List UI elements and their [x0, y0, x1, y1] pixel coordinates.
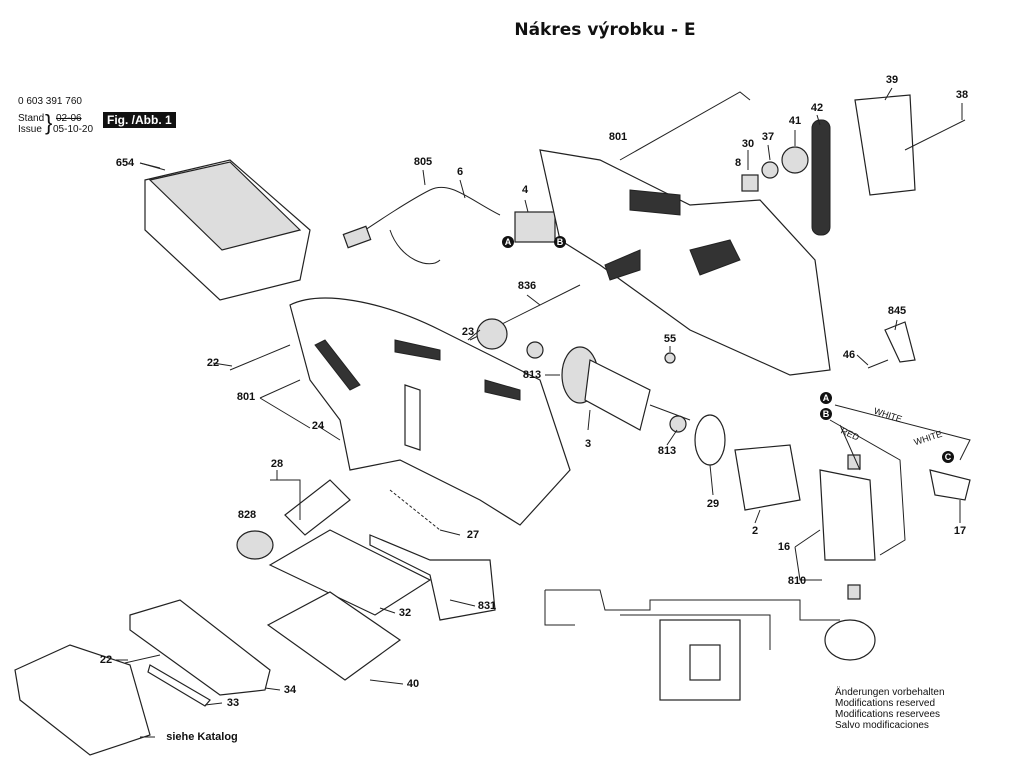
speed-control-28	[284, 479, 351, 536]
label-801-top: 801	[608, 131, 628, 143]
clip-33	[147, 664, 211, 707]
label-27: 27	[466, 529, 480, 541]
electronics-16	[819, 469, 876, 561]
label-30: 30	[741, 138, 755, 150]
issue-label: Issue	[18, 124, 42, 135]
label-siehe-katalog: siehe Katalog	[166, 731, 238, 743]
main-housing-801	[289, 297, 571, 526]
brush-810b	[847, 584, 861, 600]
label-24: 24	[311, 420, 325, 432]
bearing-813	[526, 341, 544, 359]
switch-4	[514, 211, 556, 243]
stand-label: Stand	[18, 113, 45, 124]
label-16: 16	[777, 541, 791, 553]
pulley-41	[781, 146, 809, 174]
screw-46	[867, 359, 889, 369]
connector-c: C	[942, 451, 954, 463]
label-33: 33	[226, 697, 240, 709]
note-fr: Modifications reservees	[835, 709, 941, 720]
label-39: 39	[885, 74, 899, 86]
label-8: 8	[734, 157, 742, 169]
label-40: 40	[406, 678, 420, 690]
label-17: 17	[953, 525, 967, 537]
armature-3	[561, 346, 691, 433]
issue-date: 05-10-20	[53, 124, 94, 135]
brake-845	[884, 321, 916, 363]
field-2	[734, 444, 801, 511]
connector-b: B	[820, 408, 832, 420]
figure-label: Fig. /Abb. 1	[103, 112, 176, 128]
brush-810a	[847, 454, 861, 470]
fan-cover-29	[694, 414, 726, 466]
label-32: 32	[398, 607, 412, 619]
cover-39	[854, 94, 916, 196]
nut-55	[664, 352, 676, 364]
connector-a: A	[820, 392, 832, 404]
label-836: 836	[517, 280, 537, 292]
screw-38	[904, 119, 966, 151]
belt-42	[811, 119, 831, 236]
label-4: 4	[521, 184, 529, 196]
label-23: 23	[461, 326, 475, 338]
label-805: 805	[413, 156, 433, 168]
label-37: 37	[761, 131, 775, 143]
screw-22	[229, 344, 291, 371]
label-38: 38	[955, 89, 969, 101]
label-831: 831	[477, 600, 497, 612]
dust-box-654	[139, 159, 311, 301]
platen-40	[266, 591, 402, 681]
label-28: 28	[270, 458, 284, 470]
old-date: 02-06	[56, 113, 82, 124]
label-801: 801	[236, 391, 256, 403]
frame-34	[129, 599, 271, 696]
label-22-b: 22	[99, 654, 113, 666]
label-828: 828	[237, 509, 257, 521]
wiring-diagram	[544, 589, 876, 701]
label-3: 3	[584, 438, 592, 450]
power-cable-805	[342, 186, 501, 265]
label-810: 810	[787, 575, 807, 587]
bearing-8	[741, 174, 759, 192]
label-813-b: 813	[657, 445, 677, 457]
part-number: 0 603 391 760	[18, 96, 82, 107]
gear-23	[476, 318, 508, 350]
brace: }	[45, 110, 53, 135]
note-en: Modifications reserved	[835, 698, 936, 709]
label-55: 55	[663, 333, 677, 345]
note-es: Salvo modificaciones	[835, 720, 929, 731]
screw-22b	[124, 654, 161, 664]
modification-notes: Änderungen vorbehalten Modifications res…	[835, 687, 945, 731]
connector-a-switch: A	[502, 236, 514, 248]
label-654: 654	[115, 157, 135, 169]
label-6: 6	[456, 166, 464, 178]
label-22: 22	[206, 357, 220, 369]
label-29: 29	[706, 498, 720, 510]
spring-27	[389, 489, 441, 531]
note-de: Änderungen vorbehalten	[835, 687, 945, 698]
label-2: 2	[751, 525, 759, 537]
housing-half-801	[539, 149, 831, 376]
label-813: 813	[522, 369, 542, 381]
page-title: Nákres výrobku - E	[514, 20, 696, 40]
label-845: 845	[887, 305, 907, 317]
label-46: 46	[842, 349, 856, 361]
label-34: 34	[283, 684, 297, 696]
knob-828	[236, 530, 274, 560]
label-42: 42	[810, 102, 824, 114]
sanding-belt	[14, 644, 151, 756]
label-41: 41	[788, 115, 802, 127]
switch-17	[929, 469, 971, 501]
plate-32	[268, 529, 432, 616]
washer-37	[761, 161, 779, 179]
connector-b-switch: B	[554, 236, 566, 248]
lever-831	[369, 534, 496, 621]
